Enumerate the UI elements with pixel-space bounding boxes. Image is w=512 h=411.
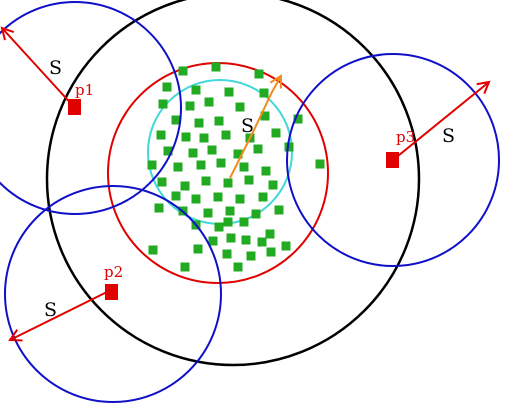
- data-point: [226, 233, 236, 243]
- data-point: [157, 177, 167, 187]
- radius-label-inner: S: [241, 115, 254, 137]
- data-point: [216, 158, 226, 168]
- data-point: [257, 237, 267, 247]
- radius-arrow-p3: [392, 82, 489, 161]
- inner-radius-arrow: [229, 76, 281, 179]
- data-point: [274, 205, 284, 215]
- middle-circle: [107, 62, 329, 284]
- data-point: [193, 244, 203, 254]
- query-circle-p3: [286, 53, 500, 267]
- data-point: [268, 180, 278, 190]
- data-point: [222, 249, 232, 259]
- data-point: [253, 144, 263, 154]
- data-point: [181, 132, 191, 142]
- data-point: [201, 176, 211, 186]
- data-point: [178, 66, 188, 76]
- data-point: [223, 178, 233, 188]
- data-point: [211, 62, 221, 72]
- point-label-p2: p2: [104, 263, 123, 281]
- data-point: [281, 241, 291, 251]
- data-point: [284, 142, 294, 152]
- data-point: [162, 82, 172, 92]
- data-point: [163, 146, 173, 156]
- data-point: [180, 262, 190, 272]
- data-point: [148, 245, 158, 255]
- data-point: [204, 97, 214, 107]
- data-point: [191, 194, 201, 204]
- data-points: [147, 62, 325, 272]
- data-point: [259, 88, 269, 98]
- data-point: [199, 133, 209, 143]
- data-point: [224, 87, 234, 97]
- data-point: [223, 217, 233, 227]
- data-point: [233, 149, 243, 159]
- data-point: [225, 206, 235, 216]
- outer-circle: [45, 0, 421, 367]
- radius-label-p2: S: [44, 299, 57, 321]
- point-label-p3: p3: [396, 128, 415, 146]
- data-point: [315, 159, 325, 169]
- query-point-p2: [105, 284, 118, 300]
- data-point: [147, 160, 157, 170]
- data-point: [244, 175, 254, 185]
- data-point: [203, 208, 213, 218]
- radius-label-p3: S: [442, 125, 455, 147]
- radius-arrow-p2: [10, 289, 112, 340]
- data-point: [261, 166, 271, 176]
- data-point: [258, 192, 268, 202]
- data-point: [260, 111, 270, 121]
- data-point: [156, 130, 166, 140]
- data-point: [266, 247, 276, 257]
- radius-label-p1: S: [49, 57, 62, 79]
- data-point: [241, 235, 251, 245]
- data-point: [213, 192, 223, 202]
- query-point-p1: [68, 99, 81, 115]
- data-point: [196, 160, 206, 170]
- data-point: [194, 118, 204, 128]
- data-point: [293, 114, 303, 124]
- data-point: [246, 251, 256, 261]
- data-point: [235, 102, 245, 112]
- data-point: [221, 130, 231, 140]
- data-point: [180, 181, 190, 191]
- data-point: [185, 101, 195, 111]
- data-point: [265, 229, 275, 239]
- data-point: [188, 148, 198, 158]
- radius-arrow-p1: [2, 28, 76, 109]
- data-point: [271, 128, 281, 138]
- data-point: [254, 69, 264, 79]
- data-point: [158, 99, 168, 109]
- data-point: [171, 115, 181, 125]
- data-point: [233, 262, 243, 272]
- data-point: [154, 203, 164, 213]
- data-point: [214, 222, 224, 232]
- query-circle-p2: [4, 185, 222, 403]
- data-point: [214, 116, 224, 126]
- data-point: [208, 236, 218, 246]
- data-point: [239, 217, 249, 227]
- data-point: [235, 194, 245, 204]
- data-point: [251, 209, 261, 219]
- data-point: [239, 162, 249, 172]
- data-point: [191, 85, 201, 95]
- data-point: [171, 191, 181, 201]
- point-label-p1: p1: [75, 81, 94, 99]
- data-point: [173, 162, 183, 172]
- query-circle-p1: [0, 1, 182, 215]
- query-point-p3: [386, 152, 399, 168]
- data-point: [207, 145, 217, 155]
